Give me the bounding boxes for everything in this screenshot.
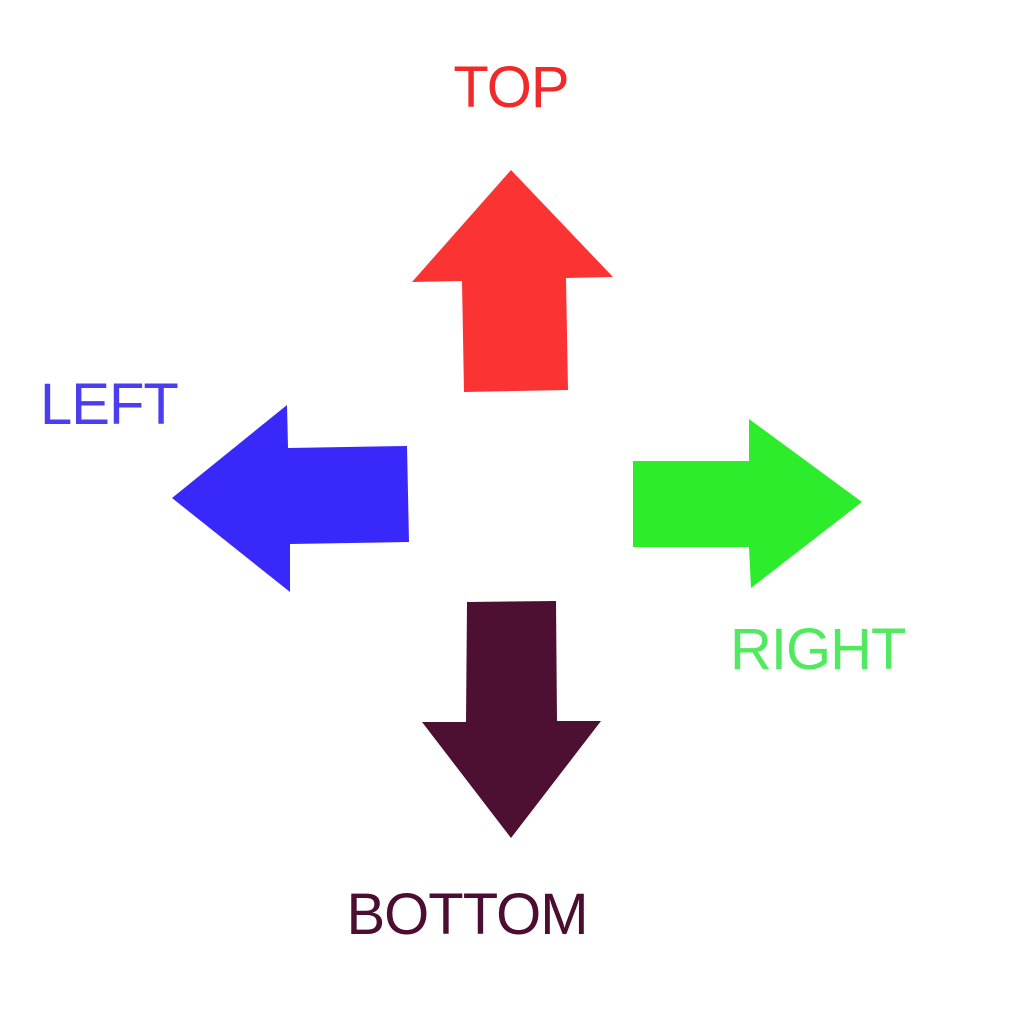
down-arrow-icon: [422, 601, 601, 838]
right-arrow-icon: [633, 419, 862, 588]
right-label: RIGHT: [730, 617, 906, 682]
up-arrow-icon: [412, 170, 613, 392]
top-label: TOP: [453, 55, 568, 120]
left-label: LEFT: [40, 372, 178, 437]
left-arrow-icon: [172, 405, 409, 592]
bottom-label: BOTTOM: [346, 882, 587, 947]
